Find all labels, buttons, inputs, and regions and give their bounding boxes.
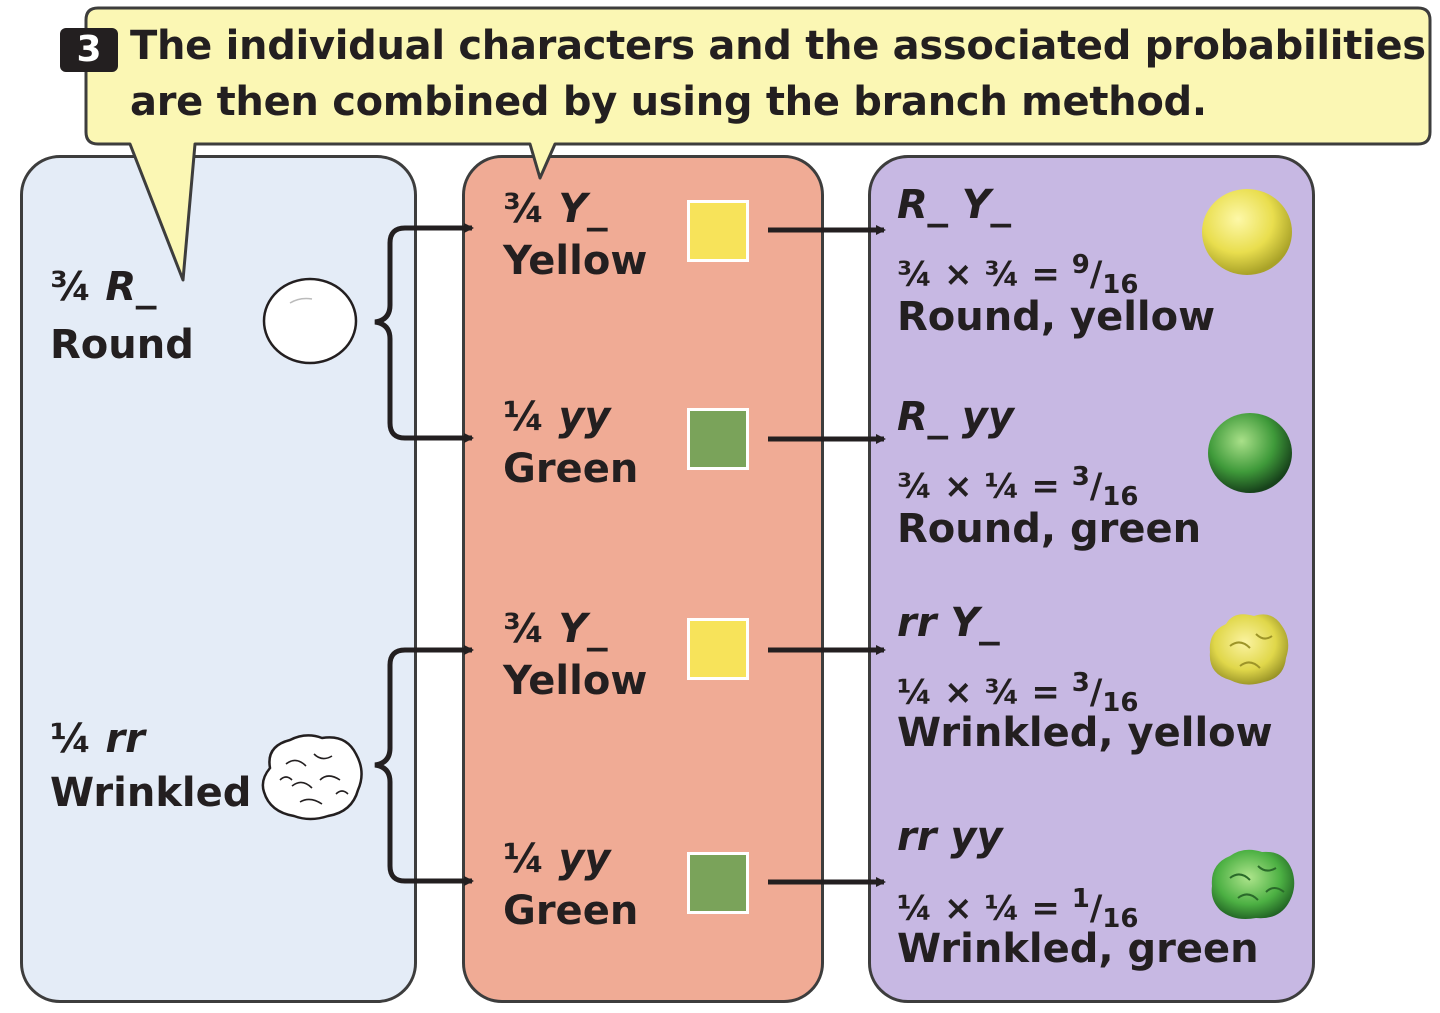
color-branch-2-genotype: ¼ yy: [503, 394, 611, 440]
outcome-3-phenotype: Wrinkled, yellow: [897, 710, 1273, 756]
round-phenotype-label: Round: [50, 322, 194, 368]
callout-balloon: [84, 6, 1432, 282]
outcome-2-phenotype: Round, green: [897, 506, 1202, 552]
color-branch-3-phenotype: Yellow: [503, 658, 648, 704]
callout-line-1: The individual characters and the associ…: [130, 23, 1426, 69]
color-branch-4-genotype: ¼ yy: [503, 836, 611, 882]
outcome-1-genotype: R_ Y_: [897, 182, 1011, 228]
color-branch-1-genotype: ¾ Y_: [503, 186, 608, 232]
green-color-swatch: [687, 852, 749, 914]
color-panel: [462, 155, 824, 1003]
round-seed-icon: [262, 277, 358, 365]
round-yellow-pea-icon: [1202, 189, 1292, 275]
outcome-1-phenotype: Round, yellow: [897, 294, 1216, 340]
outcome-4-phenotype: Wrinkled, green: [897, 926, 1259, 972]
shape-panel: [20, 155, 417, 1003]
outcome-4-genotype: rr yy: [897, 814, 1003, 860]
wrinkled-yellow-pea-icon: [1209, 614, 1289, 685]
step-number-badge: 3: [60, 28, 118, 72]
outcome-2-probability: ¾ × ¼ = 3/16: [897, 462, 1139, 513]
outcome-4-probability: ¼ × ¼ = 1/16: [897, 884, 1139, 935]
callout-line-2: are then combined by using the branch me…: [130, 79, 1207, 125]
yellow-color-swatch: [687, 200, 749, 262]
wrinkled-green-pea-icon: [1211, 849, 1295, 919]
outcome-3-probability: ¼ × ¾ = 3/16: [897, 668, 1139, 719]
outcome-3-genotype: rr Y_: [897, 600, 1000, 646]
outcome-1-probability: ¾ × ¾ = 9/16: [897, 250, 1139, 301]
wrinkled-phenotype-label: Wrinkled: [50, 770, 252, 816]
yellow-color-swatch: [687, 618, 749, 680]
green-color-swatch: [687, 408, 749, 470]
color-branch-3-genotype: ¾ Y_: [503, 606, 608, 652]
wrinkled-genotype-label: ¼ rr: [50, 716, 145, 762]
wrinkled-branch-bracket: [374, 647, 473, 884]
color-branch-1-phenotype: Yellow: [503, 238, 648, 284]
color-branch-4-phenotype: Green: [503, 888, 639, 934]
round-branch-bracket: [374, 225, 473, 441]
wrinkled-seed-icon: [261, 734, 363, 821]
outcome-2-genotype: R_ yy: [897, 394, 1014, 440]
round-genotype-label: ¾ R_: [50, 264, 157, 310]
color-branch-2-phenotype: Green: [503, 446, 639, 492]
round-green-pea-icon: [1208, 413, 1292, 493]
